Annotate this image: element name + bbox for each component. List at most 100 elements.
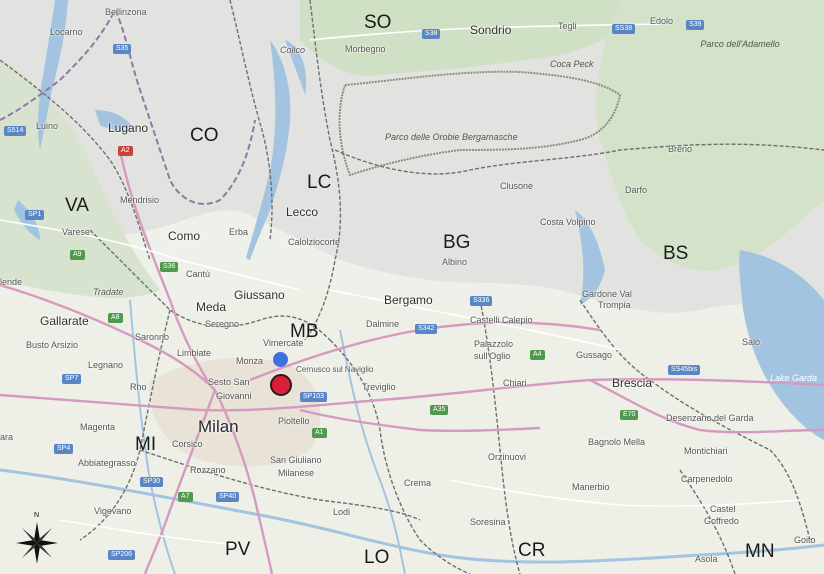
po-river xyxy=(0,468,824,564)
city-label: Bellinzona xyxy=(105,7,147,17)
road-shield: A2 xyxy=(118,146,133,156)
main-roads xyxy=(0,23,801,546)
city-label: Darfo xyxy=(625,185,648,195)
po-plain xyxy=(0,280,824,574)
city-label: Varese xyxy=(62,227,90,237)
compass-rose: N xyxy=(14,512,60,564)
city-label: Chiari xyxy=(503,378,527,388)
province-va: VA xyxy=(65,195,89,216)
city-label: Lecco xyxy=(286,205,319,219)
road-shield: SS45bis xyxy=(668,365,701,375)
marker-vimercate[interactable] xyxy=(273,352,288,367)
road-shield: SP30 xyxy=(140,477,164,487)
lake-maggiore xyxy=(37,0,68,150)
adda-river xyxy=(339,329,406,574)
city-label: lende xyxy=(0,277,23,287)
road-shield: A8 xyxy=(108,313,123,323)
compass-north-label: N xyxy=(34,512,40,519)
orobie-park-boundary xyxy=(338,70,622,177)
province-mi: MI xyxy=(135,434,157,455)
city-label: Brescia xyxy=(612,376,653,390)
city-label: Albino xyxy=(442,257,468,267)
ticino-river xyxy=(129,299,176,574)
city-label: Gallarate xyxy=(40,314,89,328)
road-shield: A9 xyxy=(70,250,85,260)
lake-label: Lake Garda xyxy=(770,373,818,383)
province-bg: BG xyxy=(443,232,471,253)
city-label: Saronno xyxy=(135,332,170,342)
motorways xyxy=(0,149,824,574)
city-label: Rho xyxy=(130,382,147,392)
city-label: Cernusco sul Naviglio xyxy=(296,365,374,374)
city-label: Giovanni xyxy=(216,391,252,401)
province-bs: BS xyxy=(663,243,689,264)
road-shield: SP40 xyxy=(216,492,240,502)
city-label: Salò xyxy=(742,337,761,347)
city-label: Seregno xyxy=(205,319,240,329)
province-co: CO xyxy=(190,125,219,146)
city-label: Meda xyxy=(196,300,227,314)
lake-lugano xyxy=(95,110,135,133)
road-shield: S35 xyxy=(113,44,132,54)
city-label: Gussago xyxy=(576,350,613,360)
province-lc: LC xyxy=(307,172,332,193)
city-label: Monza xyxy=(236,356,264,366)
province-mb: MB xyxy=(290,321,319,342)
city-label: Trompia xyxy=(598,300,631,310)
lake-iseo xyxy=(575,210,605,305)
city-label: sull'Oglio xyxy=(474,351,511,361)
road-shield: SP103 xyxy=(300,392,328,402)
city-label: Goffredo xyxy=(704,516,739,526)
city-label: Erba xyxy=(229,227,249,237)
city-label: Tegli xyxy=(558,21,577,31)
city-label: Treviglio xyxy=(362,382,396,392)
road-shield: SP206 xyxy=(108,550,136,560)
road-shield: S38 xyxy=(422,29,441,39)
city-label: Manerbio xyxy=(572,482,610,492)
city-label: Como xyxy=(168,229,201,243)
city-label: Soresina xyxy=(470,517,506,527)
city-label: Tradate xyxy=(93,287,124,297)
park-label-adamello: Parco dell'Adamello xyxy=(700,39,780,49)
lake-garda xyxy=(739,250,824,440)
road-shield: A4 xyxy=(530,350,545,360)
road-shield: S342 xyxy=(415,324,438,334)
city-label-milan: Milan xyxy=(198,417,239,436)
city-label: Bergamo xyxy=(384,293,433,307)
marker-cernusco[interactable] xyxy=(270,374,292,396)
city-label: Orzinuovi xyxy=(488,452,527,462)
city-label: Montichiari xyxy=(684,446,728,456)
province-pv: PV xyxy=(225,539,251,560)
city-label: Rozzano xyxy=(190,465,226,475)
city-label: Abbiategrasso xyxy=(78,458,136,468)
road-shield: A7 xyxy=(178,492,193,502)
road-shield: S336 xyxy=(470,296,493,306)
city-label: Edolo xyxy=(650,16,674,26)
road-shield: SP1 xyxy=(25,210,45,220)
city-label: Dalmine xyxy=(366,319,400,329)
province-lo: LO xyxy=(364,547,390,568)
city-label: Crema xyxy=(404,478,432,488)
lake-colico xyxy=(285,40,307,95)
city-label: Calolziocorte xyxy=(288,237,341,247)
lake-varese xyxy=(14,200,40,240)
province-mn: MN xyxy=(745,541,775,562)
city-label: Milanese xyxy=(278,468,315,478)
city-label: Asola xyxy=(695,554,718,564)
city-label: Castelli Calepio xyxy=(470,315,533,325)
road-shield: SS38 xyxy=(612,24,636,34)
road-shield: A1 xyxy=(312,428,327,438)
city-label: ara xyxy=(0,432,14,442)
city-label: Vimercate xyxy=(263,338,304,348)
city-label: Bagnolo Mella xyxy=(588,437,646,447)
road-shield: SP4 xyxy=(54,444,74,454)
city-label: Cantù xyxy=(186,269,211,279)
city-label: Legnano xyxy=(88,360,124,370)
city-label: Palazzolo xyxy=(474,339,514,349)
city-label: Desenzano del Garda xyxy=(666,413,754,423)
city-label: Vigevano xyxy=(94,506,132,516)
road-shield: A35 xyxy=(430,405,449,415)
